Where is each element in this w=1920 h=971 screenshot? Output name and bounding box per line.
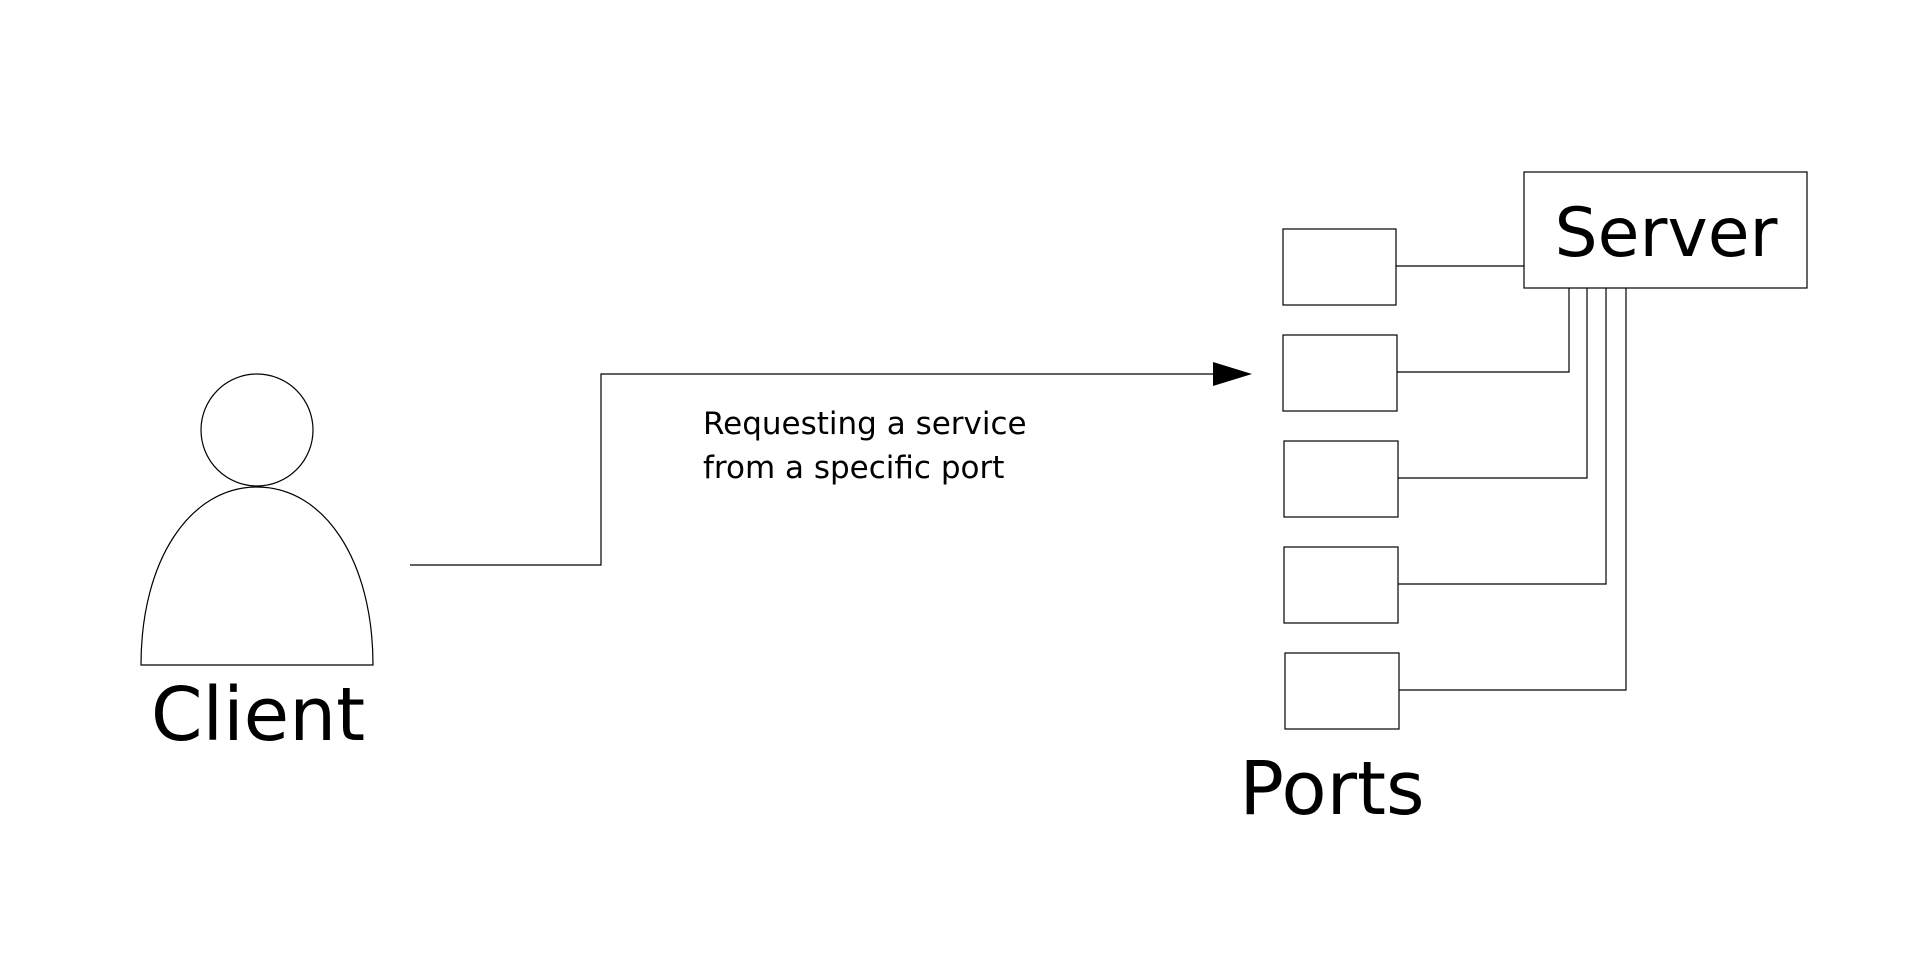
- request-arrowhead: [1213, 362, 1252, 386]
- ports-label: Ports: [1239, 746, 1424, 832]
- connector-port-3: [1398, 288, 1588, 479]
- request-label-line1: Requesting a service: [703, 406, 1027, 442]
- client-person-icon: [140, 373, 374, 666]
- port-boxes: [1282, 228, 1400, 730]
- server-label: Server: [1555, 194, 1778, 273]
- client-body: [140, 486, 374, 666]
- request-connector: [410, 362, 1252, 566]
- port-box-2: [1282, 334, 1398, 412]
- server-box: [1523, 171, 1808, 289]
- connector-port-4: [1398, 288, 1607, 585]
- connector-port-2: [1397, 288, 1570, 373]
- request-line: [410, 373, 1215, 566]
- connector-port-5: [1399, 288, 1627, 691]
- client-label: Client: [151, 672, 365, 758]
- port-box-4: [1283, 546, 1399, 624]
- port-box-5: [1284, 652, 1400, 730]
- port-box-3: [1283, 440, 1399, 518]
- request-label-line2: from a specific port: [703, 450, 1004, 486]
- port-connectors: [1396, 265, 1627, 691]
- client-head: [200, 373, 314, 487]
- port-box-1: [1282, 228, 1397, 306]
